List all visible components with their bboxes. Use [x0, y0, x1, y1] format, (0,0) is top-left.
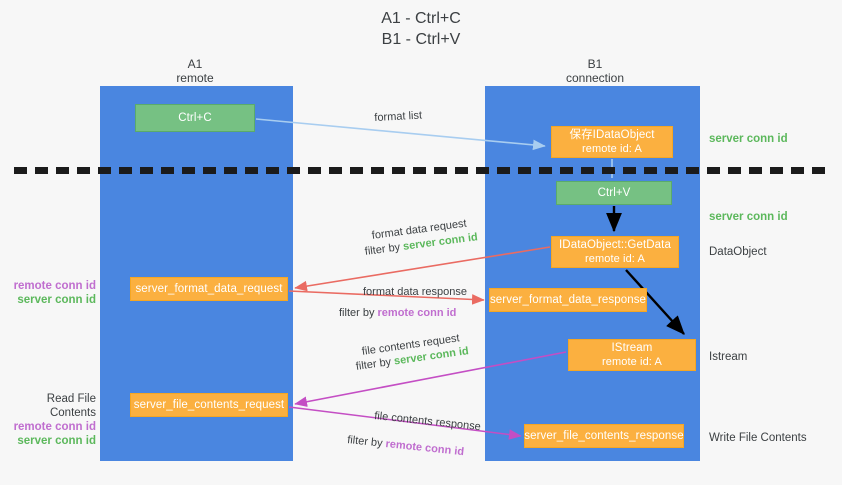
node-getdata-label: IDataObject::GetData	[559, 239, 671, 251]
edge-label-format-data-response-filter: filter by remote conn id	[339, 306, 456, 320]
node-istream-sub: remote id: A	[602, 356, 662, 368]
lane-header-a1: A1 remote	[110, 57, 280, 85]
annotation-server-conn-id-top: server conn id	[709, 133, 788, 145]
annotation-server-conn-id: server conn id	[17, 435, 96, 447]
title-line-1: A1 - Ctrl+C	[381, 10, 461, 27]
node-save-idataobject-sub: remote id: A	[582, 143, 642, 155]
annotation-remote-conn-id: remote conn id	[13, 280, 96, 292]
node-server-format-data-response[interactable]: server_format_data_response	[489, 288, 647, 312]
node-istream-label: IStream	[611, 342, 653, 354]
node-server-file-contents-response[interactable]: server_file_contents_response	[524, 424, 684, 448]
boundary-divider	[14, 167, 828, 174]
node-server-format-data-request-label: server_format_data_request	[135, 283, 283, 295]
annotation-dataobject: DataObject	[709, 246, 767, 258]
annotation-read-file-contents: Read File Contents	[46, 393, 96, 419]
annotation-remote-conn-id: remote conn id	[13, 421, 96, 433]
page-title: A1 - Ctrl+C B1 - Ctrl+V	[0, 8, 842, 50]
node-ctrl-v-label: Ctrl+V	[597, 187, 631, 199]
filter-by-text: filter by	[339, 307, 375, 319]
annotation-istream: Istream	[709, 351, 748, 363]
node-server-file-contents-request-label: server_file_contents_request	[133, 399, 285, 411]
lane-a1-name: A1	[187, 57, 203, 71]
node-save-idataobject[interactable]: 保存IDataObject remote id: A	[551, 126, 673, 158]
annotation-write-file-contents: Write File Contents	[709, 432, 807, 444]
edge-format-data-response	[288, 290, 485, 305]
node-server-file-contents-request[interactable]: server_file_contents_request	[130, 393, 288, 417]
node-getdata-sub: remote id: A	[585, 253, 645, 265]
annotation-server-conn-id-second: server conn id	[709, 211, 788, 223]
edge-format-list	[255, 118, 546, 151]
edge-label-format-data-response: format data response	[363, 286, 467, 298]
lane-b1-name: B1	[587, 57, 603, 71]
node-ctrl-v[interactable]: Ctrl+V	[556, 181, 672, 205]
node-istream[interactable]: IStream remote id: A	[568, 339, 696, 371]
edge-getdata-to-istream	[625, 269, 685, 335]
node-server-file-contents-response-label: server_file_contents_response	[524, 430, 684, 442]
edge-file-contents-request	[294, 351, 567, 407]
edge-format-data-request	[294, 246, 551, 292]
title-line-2: B1 - Ctrl+V	[381, 31, 461, 48]
edge-label-format-list: format list	[374, 109, 423, 124]
remote-conn-id-text: remote conn id	[377, 307, 457, 319]
node-server-format-data-response-label: server_format_data_response	[489, 294, 647, 306]
lane-b1-sub: connection	[565, 71, 625, 85]
node-idataobject-getdata[interactable]: IDataObject::GetData remote id: A	[551, 236, 679, 268]
annotation-server-conn-id: server conn id	[17, 294, 96, 306]
filter-by-text: filter by	[346, 433, 384, 450]
node-ctrl-c-label: Ctrl+C	[178, 112, 212, 124]
lane-a1-sub: remote	[176, 71, 214, 85]
node-save-idataobject-label: 保存IDataObject	[569, 129, 655, 141]
node-server-format-data-request[interactable]: server_format_data_request	[130, 277, 288, 301]
annotation-conn-ids-upper: remote conn id server conn id	[8, 279, 96, 307]
node-ctrl-c[interactable]: Ctrl+C	[135, 104, 255, 132]
annotation-read-file-contents-group: Read File Contents remote conn id server…	[4, 392, 96, 448]
lane-header-b1: B1 connection	[510, 57, 680, 85]
edge-file-contents-response	[288, 406, 522, 440]
